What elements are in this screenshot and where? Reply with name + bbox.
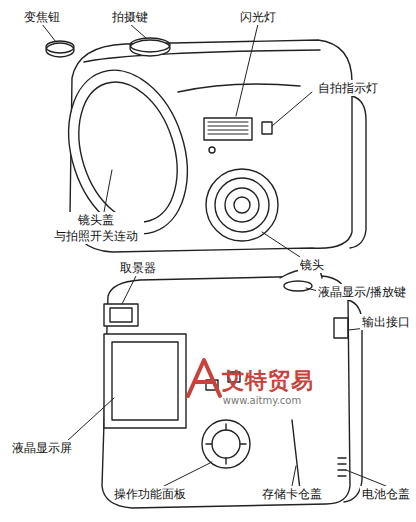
watermark: www.aitmy.com — [221, 394, 303, 408]
part-label: 操作功能面板 — [112, 486, 188, 502]
part-label: 拍摄键 — [110, 9, 150, 25]
part-label: 电池仓盖 — [360, 486, 412, 502]
part-label: 存储卡仓盖 — [260, 486, 324, 502]
part-label: 闪光灯 — [238, 9, 278, 25]
part-label: 输出接口 — [360, 314, 412, 330]
part-label: 液晶显示/播放键 — [316, 284, 408, 300]
part-label: 镜头 — [298, 257, 326, 273]
part-label: 镜头盖 与拍照开关连动 — [48, 212, 143, 244]
part-label: 变焦钮 — [22, 9, 62, 25]
watermark: 艾特贸易 — [220, 366, 316, 396]
part-label: 自拍指示灯 — [316, 80, 380, 96]
part-label: 液晶显示屏 — [10, 440, 74, 456]
part-label: 取景器 — [118, 260, 158, 276]
